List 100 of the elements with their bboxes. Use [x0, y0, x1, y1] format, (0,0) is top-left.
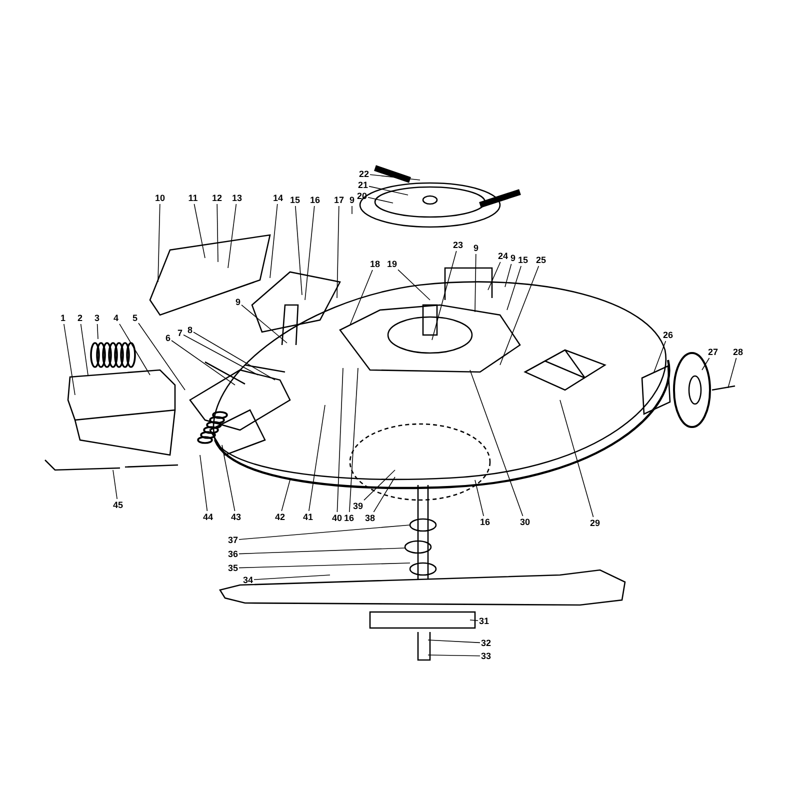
leader-line [398, 269, 430, 300]
leader-line [308, 404, 326, 512]
leader-line [428, 654, 480, 656]
callout-number: 14 [273, 193, 283, 203]
leader-line [504, 264, 512, 288]
callout-number: 43 [231, 512, 241, 522]
leader-line [96, 324, 98, 340]
leader-line [364, 470, 396, 501]
callout-number: 40 [332, 513, 342, 523]
callout-number: 22 [359, 169, 369, 179]
leader-line [474, 480, 484, 516]
leader-line [336, 206, 340, 298]
leader-line [560, 400, 594, 518]
leader-line [474, 254, 476, 312]
callout-number: 34 [243, 575, 253, 585]
callout-number: 9 [350, 195, 354, 205]
callout-number: 9 [510, 253, 516, 263]
callout-number: 8 [188, 325, 192, 335]
leader-line [64, 324, 76, 396]
callout-number: 15 [518, 255, 528, 265]
leader-line [238, 548, 406, 554]
leader-line [350, 270, 373, 326]
callout-number: 37 [228, 535, 238, 545]
callout-number: 36 [228, 549, 238, 559]
callout-number: 38 [365, 513, 375, 523]
callout-number: 35 [228, 563, 238, 573]
callout-number: 32 [481, 638, 491, 648]
leader-line [349, 368, 358, 512]
leader-line [428, 640, 480, 644]
leader-line [119, 324, 150, 376]
callout-number: 45 [113, 500, 123, 510]
callout-number: 16 [480, 517, 490, 527]
callout-number: 11 [188, 193, 198, 203]
callout-number: 23 [453, 240, 463, 250]
leader-line [500, 266, 540, 366]
callout-number: 5 [132, 313, 138, 323]
callout-number: 17 [334, 195, 344, 205]
callout-number: 31 [479, 616, 489, 626]
leader-line [728, 358, 737, 388]
leader-line [432, 250, 457, 340]
callout-number: 9 [474, 243, 478, 253]
leader-line [304, 206, 315, 300]
leader-line [216, 204, 218, 262]
callout-number: 21 [358, 180, 368, 190]
leader-line [702, 358, 710, 370]
leader-line [368, 186, 408, 196]
callout-number: 13 [232, 193, 242, 203]
leader-line [654, 340, 666, 372]
leader-line [281, 480, 290, 512]
callout-number: 3 [94, 313, 100, 323]
callout-number: 33 [481, 651, 491, 661]
callout-number: 6 [166, 333, 170, 343]
callout-number: 25 [536, 255, 546, 265]
callout-number: 30 [520, 517, 530, 527]
callout-number: 4 [114, 313, 118, 323]
leader-line [241, 304, 288, 344]
callout-number: 19 [387, 259, 397, 269]
callout-number: 1 [60, 313, 66, 323]
leader-line [194, 204, 206, 258]
leader-line [200, 454, 208, 512]
callout-number: 12 [212, 193, 222, 203]
leader-line [373, 476, 396, 512]
leader-line [488, 262, 501, 290]
leader-line [254, 574, 330, 580]
leader-line [80, 324, 88, 376]
leader-line [506, 266, 522, 310]
callout-number: 16 [344, 513, 354, 523]
callout-number: 26 [663, 330, 673, 340]
callout-number: 24 [498, 251, 508, 261]
callout-number: 7 [178, 328, 182, 338]
leader-line [336, 368, 344, 512]
callout-number: 28 [733, 347, 743, 357]
leader-line [183, 334, 258, 376]
leader-line [270, 204, 278, 278]
leader-line [171, 340, 236, 386]
callout-number: 9 [236, 297, 240, 307]
leader-line [238, 562, 410, 568]
callout-number: 18 [370, 259, 380, 269]
leader-line [238, 524, 410, 540]
leader-line [368, 197, 394, 204]
leader-line [228, 204, 237, 268]
leader-line [295, 206, 302, 296]
callout-number: 16 [310, 195, 320, 205]
leader-line [193, 332, 276, 380]
callout-number: 15 [290, 195, 300, 205]
callout-number: 41 [303, 512, 313, 522]
callout-number: 29 [590, 518, 600, 528]
leader-line [470, 620, 478, 621]
leader-line [470, 370, 524, 516]
leader-line [222, 444, 236, 512]
leader-line [370, 174, 420, 180]
callout-number: 27 [708, 347, 718, 357]
leader-line [112, 470, 118, 500]
leader-line [138, 322, 186, 390]
callout-number: 44 [203, 512, 213, 522]
callout-number: 42 [275, 512, 285, 522]
callout-number: 2 [78, 313, 82, 323]
callout-number: 39 [353, 501, 363, 511]
leader-line [158, 204, 160, 282]
callout-number: 10 [155, 193, 165, 203]
